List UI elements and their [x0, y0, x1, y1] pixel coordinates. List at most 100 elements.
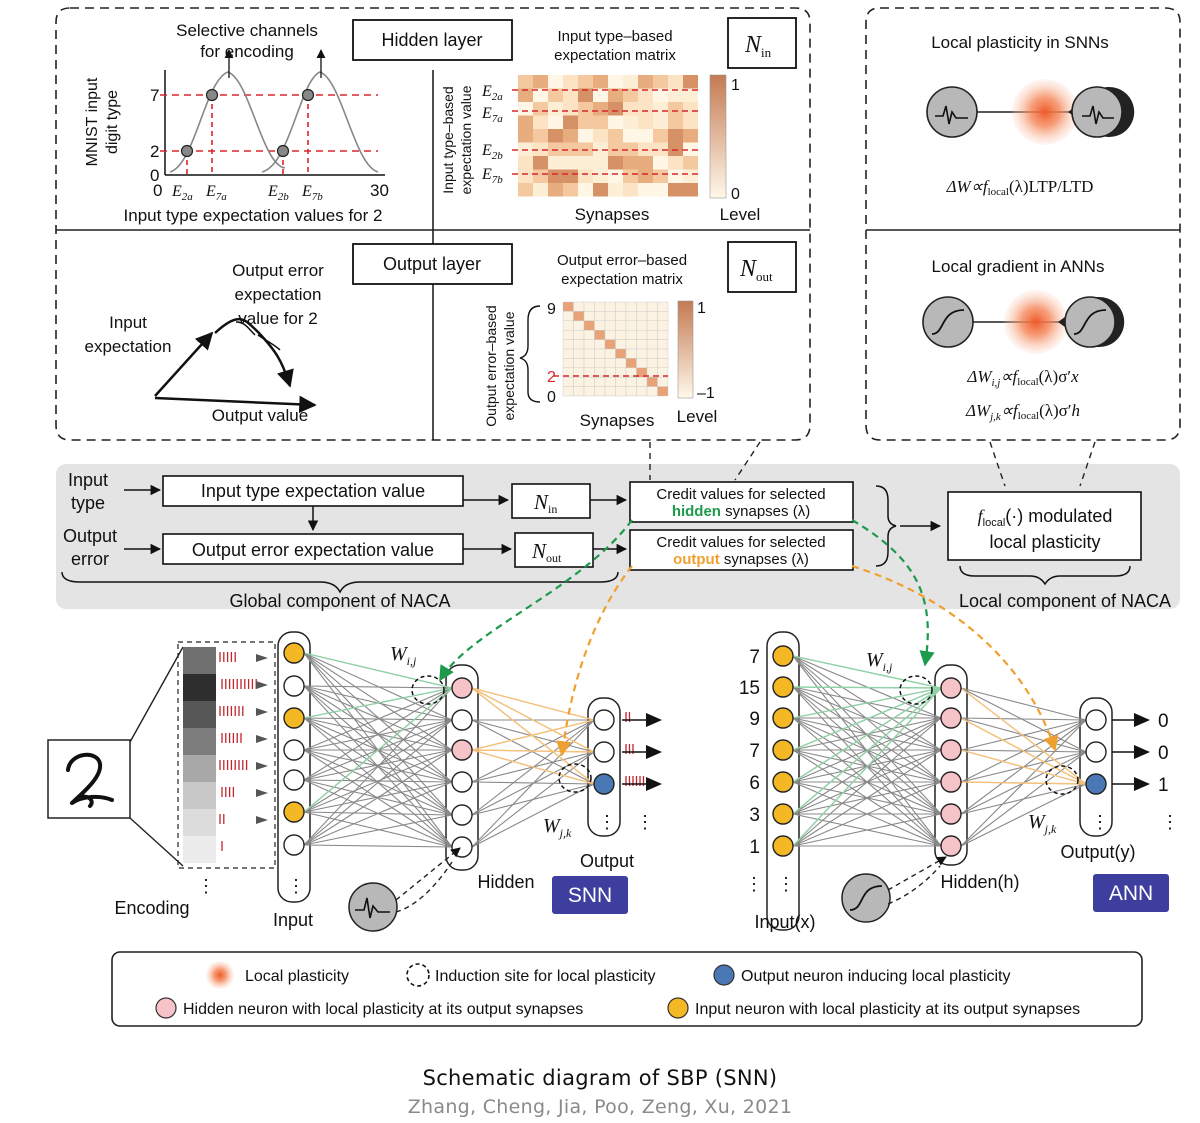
matrix-cell [615, 358, 627, 368]
heatmap-cell [638, 156, 653, 170]
connection [471, 783, 595, 848]
matrix-cell [573, 339, 585, 350]
matrix-cell [562, 386, 574, 397]
heatmap-cell [683, 102, 698, 116]
ann-input-neuron [772, 803, 794, 825]
induction-site [558, 763, 592, 793]
heatmap-cell [683, 183, 698, 197]
ann-plasticity-glow [1004, 290, 1068, 354]
point-e7b [301, 88, 315, 102]
glyph-pointer [395, 847, 461, 901]
matrix-cell [562, 339, 574, 350]
input-expectation-line1: Input [109, 313, 147, 332]
output-layer-panel: Output layer Output error–based expectat… [352, 241, 797, 430]
connection [471, 687, 595, 753]
legend-plasticity-glow [206, 961, 234, 989]
ellipsis: ⋮ [1091, 812, 1109, 832]
heatmap-cell [608, 169, 623, 183]
ann-hidden-neuron [940, 835, 962, 857]
x-tick-e2b: E2b [267, 183, 289, 203]
snn-output-neuron [593, 709, 615, 731]
matrix-cell [615, 320, 627, 331]
matrix-cell [604, 320, 616, 331]
snn-formula: ΔW∝flocal(λ)LTP/LTD [946, 177, 1094, 198]
credit-hidden-line1: Credit values for selected [656, 486, 825, 503]
encoding-title-line1: Selective channels [176, 21, 318, 40]
zoom-line [129, 817, 184, 867]
encoding-label: Encoding [114, 898, 189, 918]
ellipsis: ⋮ [777, 874, 795, 894]
output-value-label: Output value [212, 406, 308, 425]
matrix-cell [583, 377, 595, 387]
green-credit-arrow-snn [439, 519, 633, 682]
connection [303, 652, 453, 751]
matrix-cell [646, 339, 658, 350]
matrix-cell [625, 330, 637, 340]
heatmap-cell [653, 75, 668, 89]
connection [471, 687, 595, 721]
heatmap-cell [563, 102, 578, 116]
ann-gradient-panel: Local gradient in ANNs ΔWi,j∝flocal(λ)σ′… [922, 257, 1125, 423]
spike-arrow [256, 708, 268, 716]
matrix-cell [646, 311, 658, 321]
connection [303, 687, 453, 813]
output-ylabel-2: expectation value [501, 311, 517, 420]
top-panels [55, 7, 1181, 441]
ann-input-neuron [772, 771, 794, 793]
heatmap-cell [593, 129, 608, 143]
connection [792, 813, 942, 847]
heatmap-cell [638, 102, 653, 116]
connection [303, 844, 453, 848]
heatmap-cell [623, 115, 638, 129]
matrix-cell [625, 339, 637, 350]
snn-hidden-neuron [451, 771, 473, 793]
connection [792, 686, 942, 689]
snn-post-neuron [1071, 86, 1123, 138]
snn-output-frame [587, 697, 621, 837]
input-expectation-line2: expectation [85, 337, 172, 356]
matrix-cell [594, 358, 606, 368]
link-dash [1079, 441, 1096, 487]
spike-arrow [256, 816, 268, 824]
ellipsis: ⋮ [598, 812, 616, 832]
ann-network: 71597631⋮⋮⋮⋮001Wi,jWj,kInput(x)Hidden(h)… [739, 631, 1179, 932]
orange-credit-arrow-snn [556, 565, 633, 757]
encoding-ylabel-line1: MNIST input [84, 77, 101, 166]
heatmap-cell [593, 169, 608, 183]
caption-authors: Zhang, Cheng, Jia, Poo, Zeng, Xu, 2021 [407, 1096, 793, 1118]
w-ij-label: Wi,j [866, 649, 893, 674]
ann-hidden-label: Hidden(h) [940, 872, 1019, 892]
heatmap-cell [608, 156, 623, 170]
caption-title: Schematic diagram of SBP (SNN) [422, 1066, 778, 1090]
heatmap-cell [653, 129, 668, 143]
legend-box [111, 951, 1143, 1027]
heatmap-cell [638, 129, 653, 143]
heatmap-cell [653, 169, 668, 183]
heatmap-cell [608, 75, 623, 89]
matrix-cell [625, 377, 637, 387]
legend-input-neuron: Input neuron with local plasticity at it… [695, 1001, 1080, 1018]
ann-output-label: Output(y) [1060, 842, 1135, 862]
matrix-cell [573, 311, 585, 321]
heatmap-cell [668, 129, 683, 143]
encoding-ylabel-line2: digit type [104, 90, 121, 154]
heatmap-cell [563, 129, 578, 143]
y-tick-0: 0 [150, 166, 159, 185]
connection [303, 687, 453, 751]
snn-input-neuron [283, 834, 305, 856]
matrix-cell [604, 301, 616, 312]
heatmap-cell [593, 75, 608, 89]
connection [792, 655, 942, 689]
credit-output-box [629, 529, 854, 571]
heatmap-cell [548, 115, 563, 129]
heatmap-cell [683, 75, 698, 89]
ann-output-frame [1079, 697, 1113, 837]
legend-output-neuron-icon [713, 964, 735, 986]
legend-input-neuron-icon [667, 997, 689, 1019]
heatmap-cell [563, 156, 578, 170]
matrix-cell [615, 330, 627, 340]
connection [960, 781, 1087, 785]
ann-input-value: 6 [749, 773, 760, 794]
heatmap-cell [533, 88, 548, 102]
ann-input-value: 7 [749, 647, 760, 668]
